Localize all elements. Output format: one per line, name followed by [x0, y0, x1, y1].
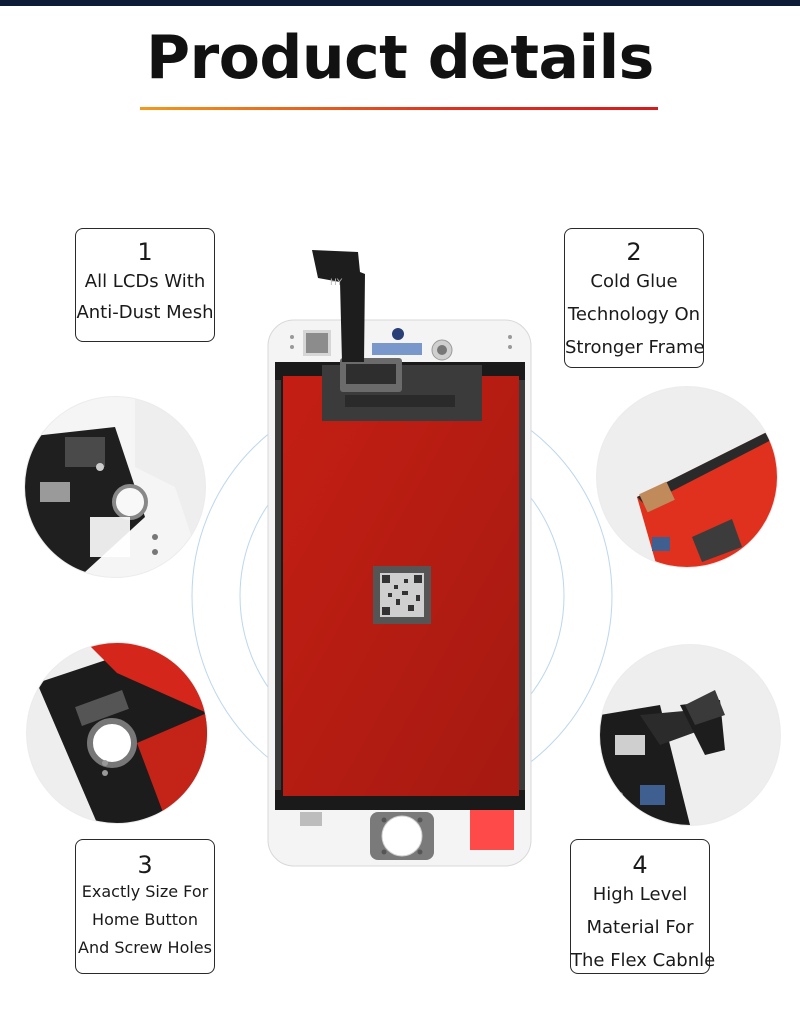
- page-title: Product details: [146, 23, 654, 93]
- bottom-left-detail-photo: [27, 643, 207, 823]
- feature-text-line: Cold Glue: [590, 271, 678, 292]
- feature-text-line: Stronger Frame: [565, 337, 705, 358]
- feature-text-line: Technology On: [567, 304, 701, 325]
- feature-number: 2: [626, 238, 642, 266]
- feature-callout-1: 1 All LCDs With Anti-Dust Mesh: [75, 228, 215, 342]
- bottom-right-detail-photo: [600, 645, 780, 825]
- feature-text-line: And Screw Holes: [78, 938, 212, 957]
- home-button-hole: [381, 815, 423, 857]
- top-banner-bar: [0, 0, 800, 6]
- feature-number: 3: [137, 851, 153, 879]
- feature-text-line: The Flex Cabnle: [571, 950, 716, 971]
- flex-cable: [312, 250, 365, 362]
- feature-callout-2: 2 Cold Glue Technology On Stronger Frame: [564, 228, 705, 368]
- feature-text-line: Anti-Dust Mesh: [76, 302, 214, 323]
- feature-text-line: All LCDs With: [84, 271, 206, 292]
- title-underline: [140, 107, 658, 110]
- top-left-detail-photo: [25, 397, 205, 577]
- feature-text-line: Material For: [586, 917, 694, 938]
- top-right-detail-photo: [597, 387, 777, 567]
- feature-text-line: Home Button: [92, 910, 198, 929]
- feature-number: 1: [137, 238, 153, 266]
- feature-callout-3: 3 Exactly Size For Home Button And Screw…: [75, 839, 215, 974]
- feature-number: 4: [632, 851, 648, 879]
- feature-text-line: High Level: [592, 884, 688, 905]
- red-tab: [470, 810, 514, 850]
- flex-cable-label: HY: [330, 278, 343, 288]
- feature-callout-4: 4 High Level Material For The Flex Cabnl…: [570, 839, 716, 974]
- feature-text-line: Exactly Size For: [81, 882, 209, 901]
